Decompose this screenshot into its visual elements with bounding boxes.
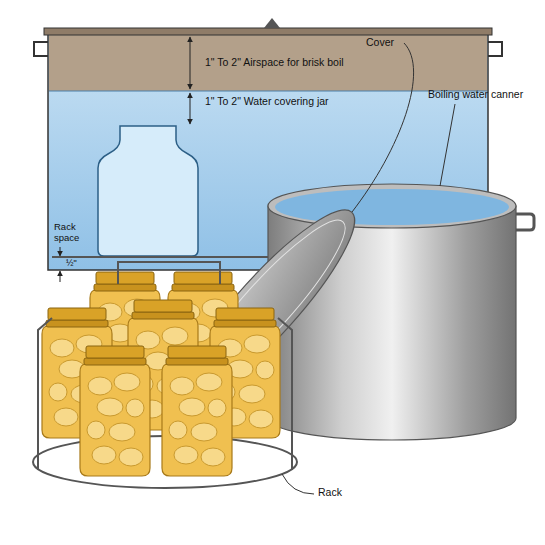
dimension-label: 1" To 2" Airspace for brisk boil <box>205 56 344 68</box>
canner-handle <box>516 214 534 230</box>
rack-with-jars <box>33 262 297 488</box>
rack-handle <box>38 318 52 470</box>
airspace-band <box>49 35 487 91</box>
dimension-label: ½" <box>66 258 77 268</box>
leader-line <box>352 43 414 212</box>
pot-handle <box>34 42 48 56</box>
pot-lid <box>44 28 492 35</box>
dimension-arrow <box>60 247 61 256</box>
part-label: Rack <box>318 486 342 498</box>
water-surface <box>49 91 487 92</box>
cutaway-jar <box>98 126 198 256</box>
canner-water <box>275 189 509 225</box>
dimension-label: Rack space <box>54 222 90 244</box>
leader-line <box>440 104 455 186</box>
dimension-arrow <box>190 93 191 124</box>
rack-handle <box>278 318 292 470</box>
part-label: Cover <box>366 36 394 48</box>
rack-handle <box>118 262 220 284</box>
leader-line <box>282 474 314 494</box>
boiling-water-canner <box>268 184 534 440</box>
jar <box>162 346 232 476</box>
pot-handle <box>488 42 502 56</box>
dimension-arrow <box>190 37 191 89</box>
dimension-arrow <box>60 271 61 282</box>
canner-rim <box>268 184 516 228</box>
rack-wire <box>33 462 297 488</box>
lid-knob <box>264 18 280 28</box>
part-label: Boiling water canner <box>428 88 523 100</box>
dimension-label: 1" To 2" Water covering jar <box>205 95 329 107</box>
jar <box>80 346 150 476</box>
